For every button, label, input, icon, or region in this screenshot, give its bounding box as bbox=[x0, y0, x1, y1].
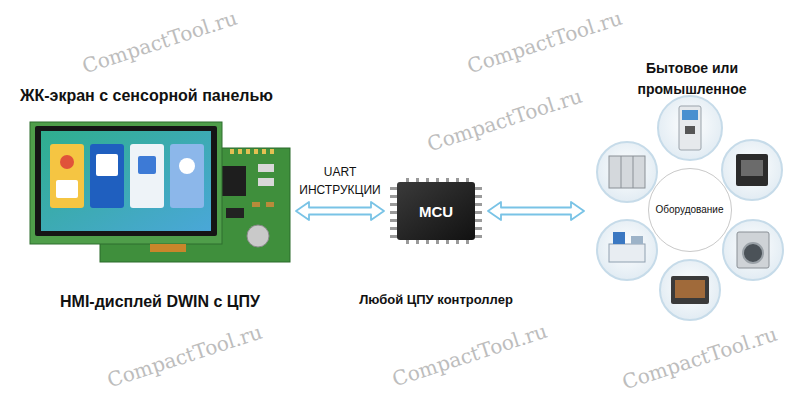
appliance-window bbox=[675, 280, 705, 298]
printer-bubble bbox=[722, 140, 782, 200]
appliance-cluster bbox=[597, 96, 783, 320]
pcb-pad bbox=[270, 149, 274, 154]
equipment-circle: Оборудование bbox=[648, 168, 732, 252]
chip-body bbox=[397, 182, 475, 240]
appliance bbox=[679, 106, 701, 150]
pcb-pad bbox=[238, 149, 242, 154]
coin-battery bbox=[247, 225, 269, 247]
pcb-component bbox=[266, 202, 274, 207]
appliance-line bbox=[621, 156, 622, 188]
screen-tile bbox=[130, 144, 164, 208]
bubble bbox=[723, 220, 783, 280]
front-pcb bbox=[30, 122, 222, 244]
pcb-component bbox=[258, 178, 274, 186]
circle-label: Оборудование bbox=[655, 203, 723, 216]
chip-pin bbox=[390, 227, 398, 230]
appliance-part bbox=[613, 232, 625, 244]
appliance bbox=[671, 276, 709, 304]
appliance-door bbox=[743, 243, 763, 263]
lcd-module bbox=[30, 122, 290, 262]
oven-bubble bbox=[660, 260, 720, 320]
chip-pin bbox=[474, 195, 482, 198]
watermark: CompactTool.ru bbox=[390, 319, 551, 392]
watermark: CompactTool.ru bbox=[80, 6, 241, 79]
bubble bbox=[658, 96, 722, 160]
chip-pin bbox=[390, 211, 398, 214]
equipment-group: Бытовое или промышленноеОборудование bbox=[590, 56, 795, 324]
lcd-display-node: ЖК-экран с сенсорной панельюHMI-дисплей … bbox=[30, 122, 290, 262]
chip-pin bbox=[474, 187, 482, 190]
pcb-pad bbox=[230, 149, 234, 154]
screen bbox=[41, 131, 211, 231]
mcu-node: MCUЛюбой ЦПУ контроллер bbox=[390, 178, 482, 244]
bubble bbox=[660, 260, 720, 320]
bubble bbox=[722, 140, 782, 200]
appliance bbox=[609, 244, 645, 262]
appliance-panel bbox=[682, 110, 698, 120]
display-heading: ЖК-экран с сенсорной панелью bbox=[20, 86, 273, 106]
chip-pin bbox=[474, 211, 482, 214]
water-dispenser-bubble bbox=[658, 96, 722, 160]
display-caption: HMI-дисплей DWIN с ЦПУ bbox=[60, 292, 260, 312]
tile-icon bbox=[179, 158, 195, 174]
pcb-pad bbox=[262, 149, 266, 154]
pcb-component bbox=[258, 164, 274, 172]
watermark: CompactTool.ru bbox=[425, 84, 586, 157]
appliance-part bbox=[631, 236, 643, 244]
chip-pin bbox=[390, 187, 398, 190]
double-arrow bbox=[488, 202, 584, 220]
appliance-window bbox=[741, 160, 763, 176]
tile-icon bbox=[56, 180, 78, 198]
pcb-component bbox=[252, 202, 260, 207]
chip-pin bbox=[390, 219, 398, 222]
appliance bbox=[609, 156, 645, 188]
cabinet-bubble bbox=[597, 142, 657, 202]
chip-label: MCU bbox=[419, 202, 453, 221]
mcu-caption: Любой ЦПУ контроллер bbox=[359, 292, 513, 308]
tile-icon bbox=[138, 156, 156, 174]
group-heading: Бытовое или промышленное bbox=[622, 58, 762, 100]
screen-bezel bbox=[35, 126, 217, 236]
chip-pin bbox=[474, 219, 482, 222]
pcb-pad bbox=[246, 149, 250, 154]
bubble bbox=[597, 220, 657, 280]
double-arrow bbox=[296, 202, 384, 220]
appliance bbox=[737, 232, 769, 268]
tile-icon bbox=[60, 155, 74, 169]
appliance-tap bbox=[685, 126, 695, 134]
screen-tile bbox=[90, 144, 124, 208]
watermark: CompactTool.ru bbox=[105, 320, 266, 393]
mcu-chip bbox=[390, 178, 482, 244]
screen-tile bbox=[50, 144, 84, 208]
chip-pin bbox=[474, 203, 482, 206]
chip-pin bbox=[474, 227, 482, 230]
appliance bbox=[736, 154, 768, 186]
pcb-pad bbox=[254, 149, 258, 154]
washer-bubble bbox=[723, 220, 783, 280]
chip-pin bbox=[390, 203, 398, 206]
watermark: CompactTool.ru bbox=[620, 322, 781, 395]
edge-label: UART ИНСТРУКЦИИ bbox=[294, 163, 386, 199]
lab-bubble bbox=[597, 220, 657, 280]
chip-pin bbox=[390, 195, 398, 198]
flex-cable bbox=[150, 244, 186, 252]
watermark: CompactTool.ru bbox=[465, 6, 626, 79]
tile-icon bbox=[96, 154, 118, 176]
appliance-line bbox=[633, 156, 634, 188]
chip-pin bbox=[474, 235, 482, 238]
bubble bbox=[597, 142, 657, 202]
chip-pins bbox=[390, 178, 482, 244]
chip-pin bbox=[390, 235, 398, 238]
pcb-component bbox=[226, 208, 244, 218]
screen-tile bbox=[170, 144, 204, 208]
